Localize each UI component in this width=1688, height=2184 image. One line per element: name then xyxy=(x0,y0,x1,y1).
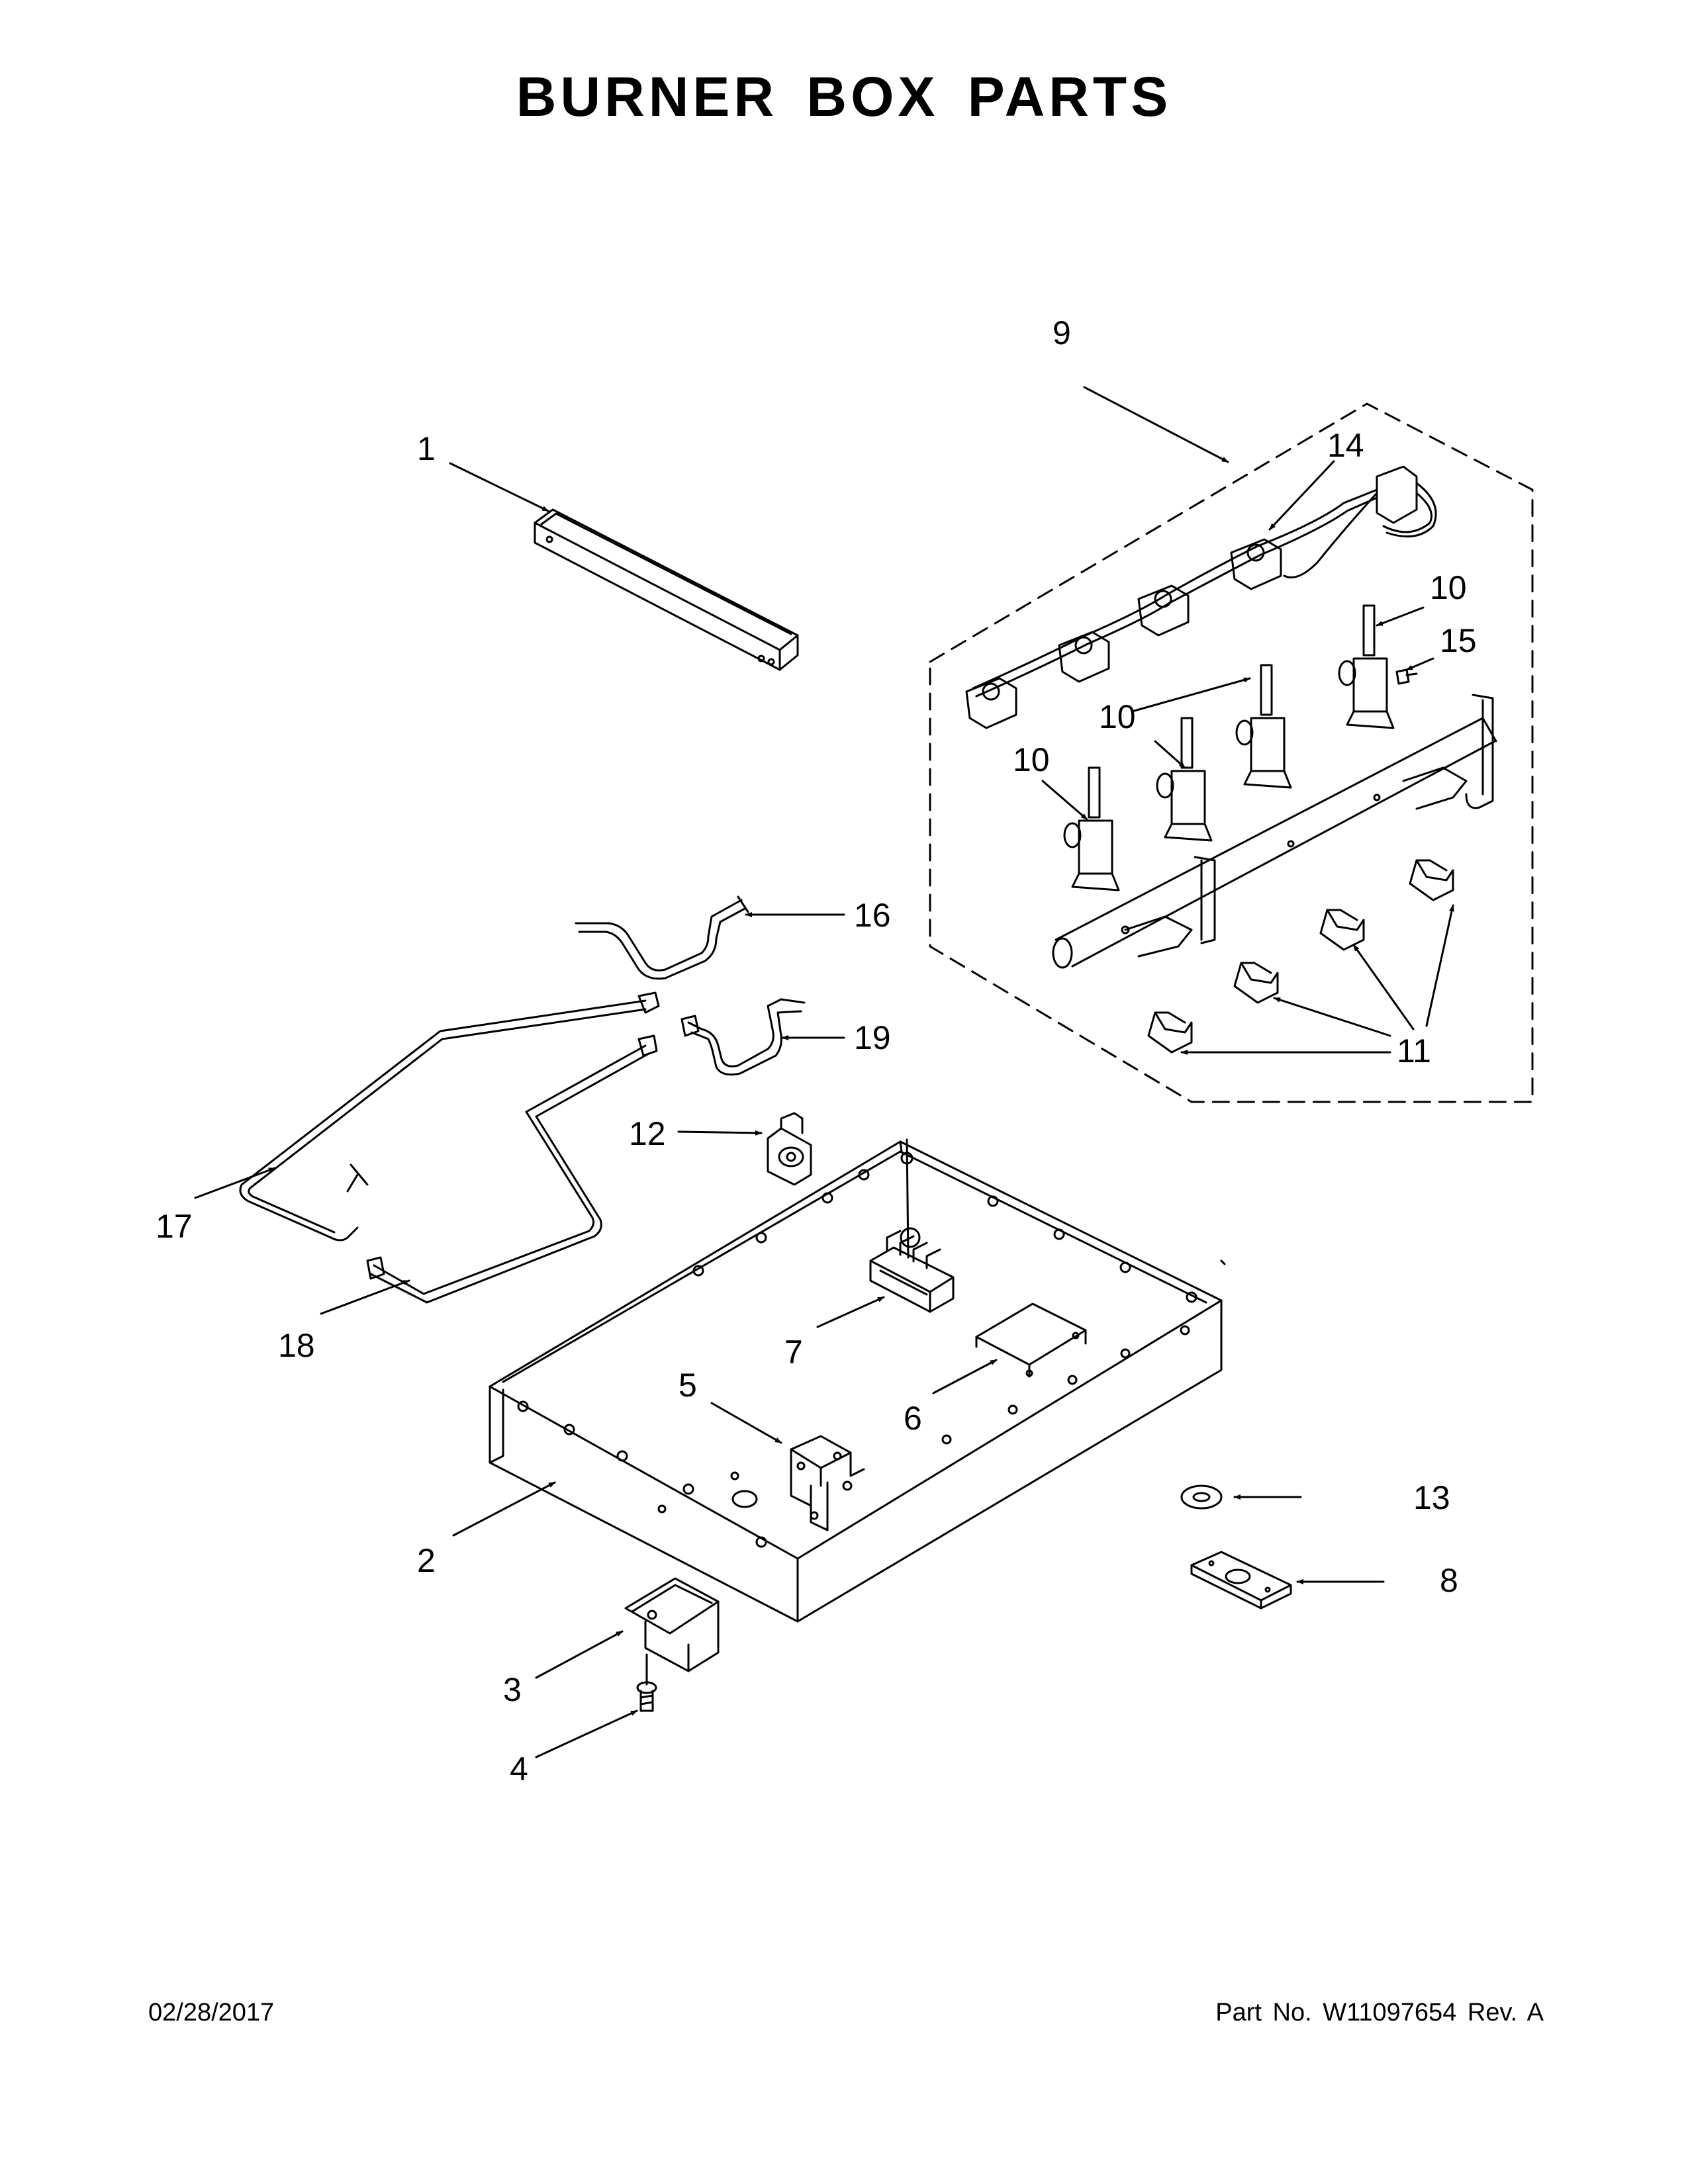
part-15-screw xyxy=(1395,668,1418,685)
callout-16: 16 xyxy=(854,897,891,934)
part-10-valve-2 xyxy=(1156,717,1213,842)
part-10-valve-3 xyxy=(1235,664,1292,789)
callout-2: 2 xyxy=(417,1542,436,1579)
part-16-gas-tube xyxy=(575,895,749,980)
part-3-mounting-box xyxy=(624,1577,720,1672)
part-5-bracket xyxy=(790,1435,865,1531)
part-10-valve-1 xyxy=(1063,766,1120,891)
callout-4: 4 xyxy=(510,1751,528,1788)
part-10-valve-4 xyxy=(1338,604,1395,729)
part-8-plate xyxy=(1190,1551,1292,1610)
callout-15: 15 xyxy=(1440,622,1477,659)
part-2-burner-box xyxy=(489,1138,1223,1623)
callout-12: 12 xyxy=(629,1115,666,1152)
page-title: BURNER BOX PARTS xyxy=(516,66,1172,128)
callout-3: 3 xyxy=(503,1671,522,1708)
callout-labels: 1 9 14 10 15 10 10 11 16 19 12 17 18 7 6… xyxy=(156,314,1477,1788)
part-1-rail-bracket xyxy=(534,508,799,671)
callout-9: 9 xyxy=(1053,314,1071,351)
callout-17: 17 xyxy=(156,1208,193,1245)
part-7-spark-module xyxy=(869,1230,955,1313)
part-9-valve-manifold-group xyxy=(929,402,1534,1103)
part-6-cover xyxy=(975,1302,1087,1378)
callout-7: 7 xyxy=(784,1334,803,1371)
callout-10b: 10 xyxy=(1099,698,1136,735)
callout-5: 5 xyxy=(679,1367,697,1404)
callout-10c: 10 xyxy=(1013,741,1050,778)
callout-19: 19 xyxy=(854,1019,891,1056)
part-19-gas-tube xyxy=(680,998,806,1076)
part-14-ignition-switches xyxy=(965,465,1437,729)
callout-18: 18 xyxy=(278,1327,315,1364)
part-4-screw xyxy=(636,1653,657,1712)
callout-6: 6 xyxy=(904,1400,922,1437)
manifold-pipe xyxy=(1055,717,1484,941)
footer-part-number: Part No. W11097654 Rev. A xyxy=(1215,1999,1544,2026)
callout-11: 11 xyxy=(1397,1032,1431,1069)
callout-10a: 10 xyxy=(1430,569,1467,606)
stray-mark xyxy=(1220,1259,1226,1265)
callout-8: 8 xyxy=(1440,1562,1458,1599)
part-18-gas-tube xyxy=(366,1034,658,1304)
part-12-regulator xyxy=(767,1112,812,1186)
part-17-gas-tube xyxy=(239,991,660,1242)
callout-14: 14 xyxy=(1327,427,1364,464)
leader-lines xyxy=(194,386,1454,1758)
callout-13: 13 xyxy=(1413,1479,1450,1516)
footer-date: 02/28/2017 xyxy=(148,1999,275,2026)
part-13-grommet xyxy=(1180,1484,1223,1510)
part-11-clips xyxy=(1147,859,1454,1054)
callout-1: 1 xyxy=(417,430,436,467)
